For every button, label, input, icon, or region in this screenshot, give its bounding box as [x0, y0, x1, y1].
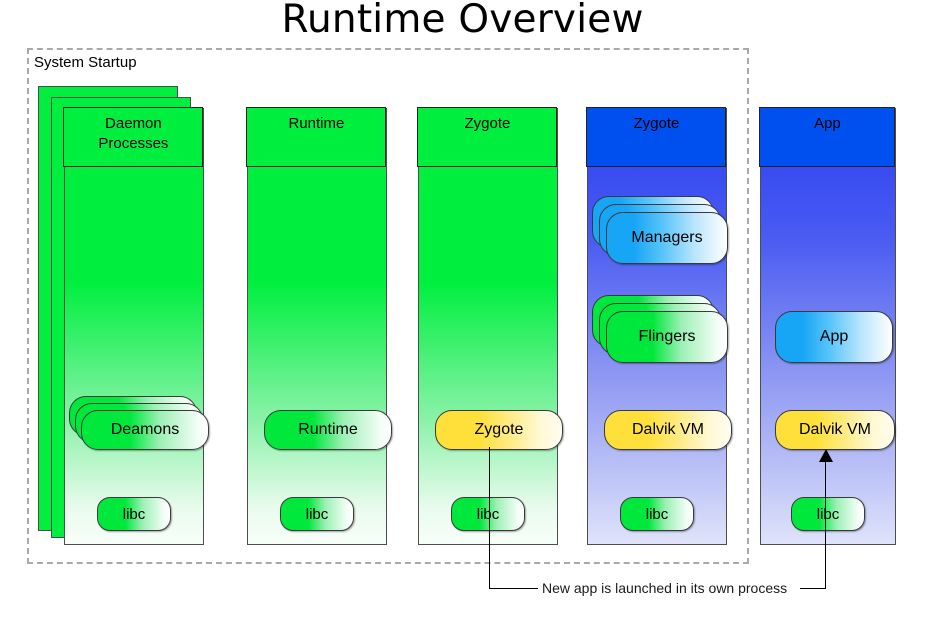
system-startup-group [27, 48, 749, 564]
node-dalvik-vm-app[interactable]: Dalvik VM [775, 410, 895, 450]
column-header-daemon-processes: Daemon Processes [63, 107, 204, 168]
node-libc-label: libc [122, 505, 146, 523]
node-deamons[interactable]: Deamons [81, 410, 209, 450]
node-runtime[interactable]: Runtime [264, 410, 392, 450]
node-libc-label: libc [816, 505, 840, 523]
page-title: Runtime Overview [281, 0, 644, 42]
connector-app-arrowhead [819, 449, 833, 462]
node-libc-daemon[interactable]: libc [97, 497, 171, 531]
node-libc-label: libc [645, 505, 669, 523]
column-header-zygote-green: Zygote [417, 107, 558, 168]
node-managers-label: Managers [631, 229, 703, 246]
column-app: App App Dalvik VM libc [759, 107, 896, 545]
node-zygote-label: Zygote [474, 421, 524, 438]
column-daemon-processes: Daemon Processes Deamons libc [63, 107, 209, 545]
node-flingers[interactable]: Flingers [606, 311, 728, 363]
node-dalvik-vm-zygote[interactable]: Dalvik VM [604, 410, 732, 450]
column-header-zygote-blue: Zygote [586, 107, 727, 168]
connector-zygote-down [489, 447, 490, 588]
node-libc-zygote-blue[interactable]: libc [620, 497, 694, 531]
connector-app-up [825, 460, 826, 589]
connector-caption-left [489, 588, 538, 589]
node-managers[interactable]: Managers [606, 212, 728, 264]
column-header-runtime: Runtime [246, 107, 387, 168]
node-flingers-label: Flingers [638, 328, 696, 345]
column-zygote-blue: Zygote Managers Flingers Dalvik VM libc [586, 107, 732, 545]
node-deamons-label: Deamons [110, 421, 180, 438]
node-libc-app[interactable]: libc [791, 497, 865, 531]
node-dalvik-vm-label: Dalvik VM [631, 421, 704, 438]
column-header-app: App [759, 107, 896, 168]
node-app[interactable]: App [775, 311, 893, 363]
system-startup-label: System Startup [34, 54, 137, 71]
annotation-caption: New app is launched in its own process [542, 580, 788, 596]
node-zygote[interactable]: Zygote [435, 410, 563, 450]
node-libc-label: libc [305, 505, 329, 523]
node-runtime-label: Runtime [298, 421, 358, 438]
node-libc-label: libc [476, 505, 500, 523]
node-libc-runtime[interactable]: libc [280, 497, 354, 531]
column-zygote-green: Zygote Zygote libc [417, 107, 563, 545]
node-dalvik-vm-label: Dalvik VM [798, 421, 871, 438]
node-libc-zygote[interactable]: libc [451, 497, 525, 531]
column-runtime: Runtime Runtime libc [246, 107, 392, 545]
node-app-label: App [819, 328, 849, 345]
connector-caption-right [800, 588, 826, 589]
